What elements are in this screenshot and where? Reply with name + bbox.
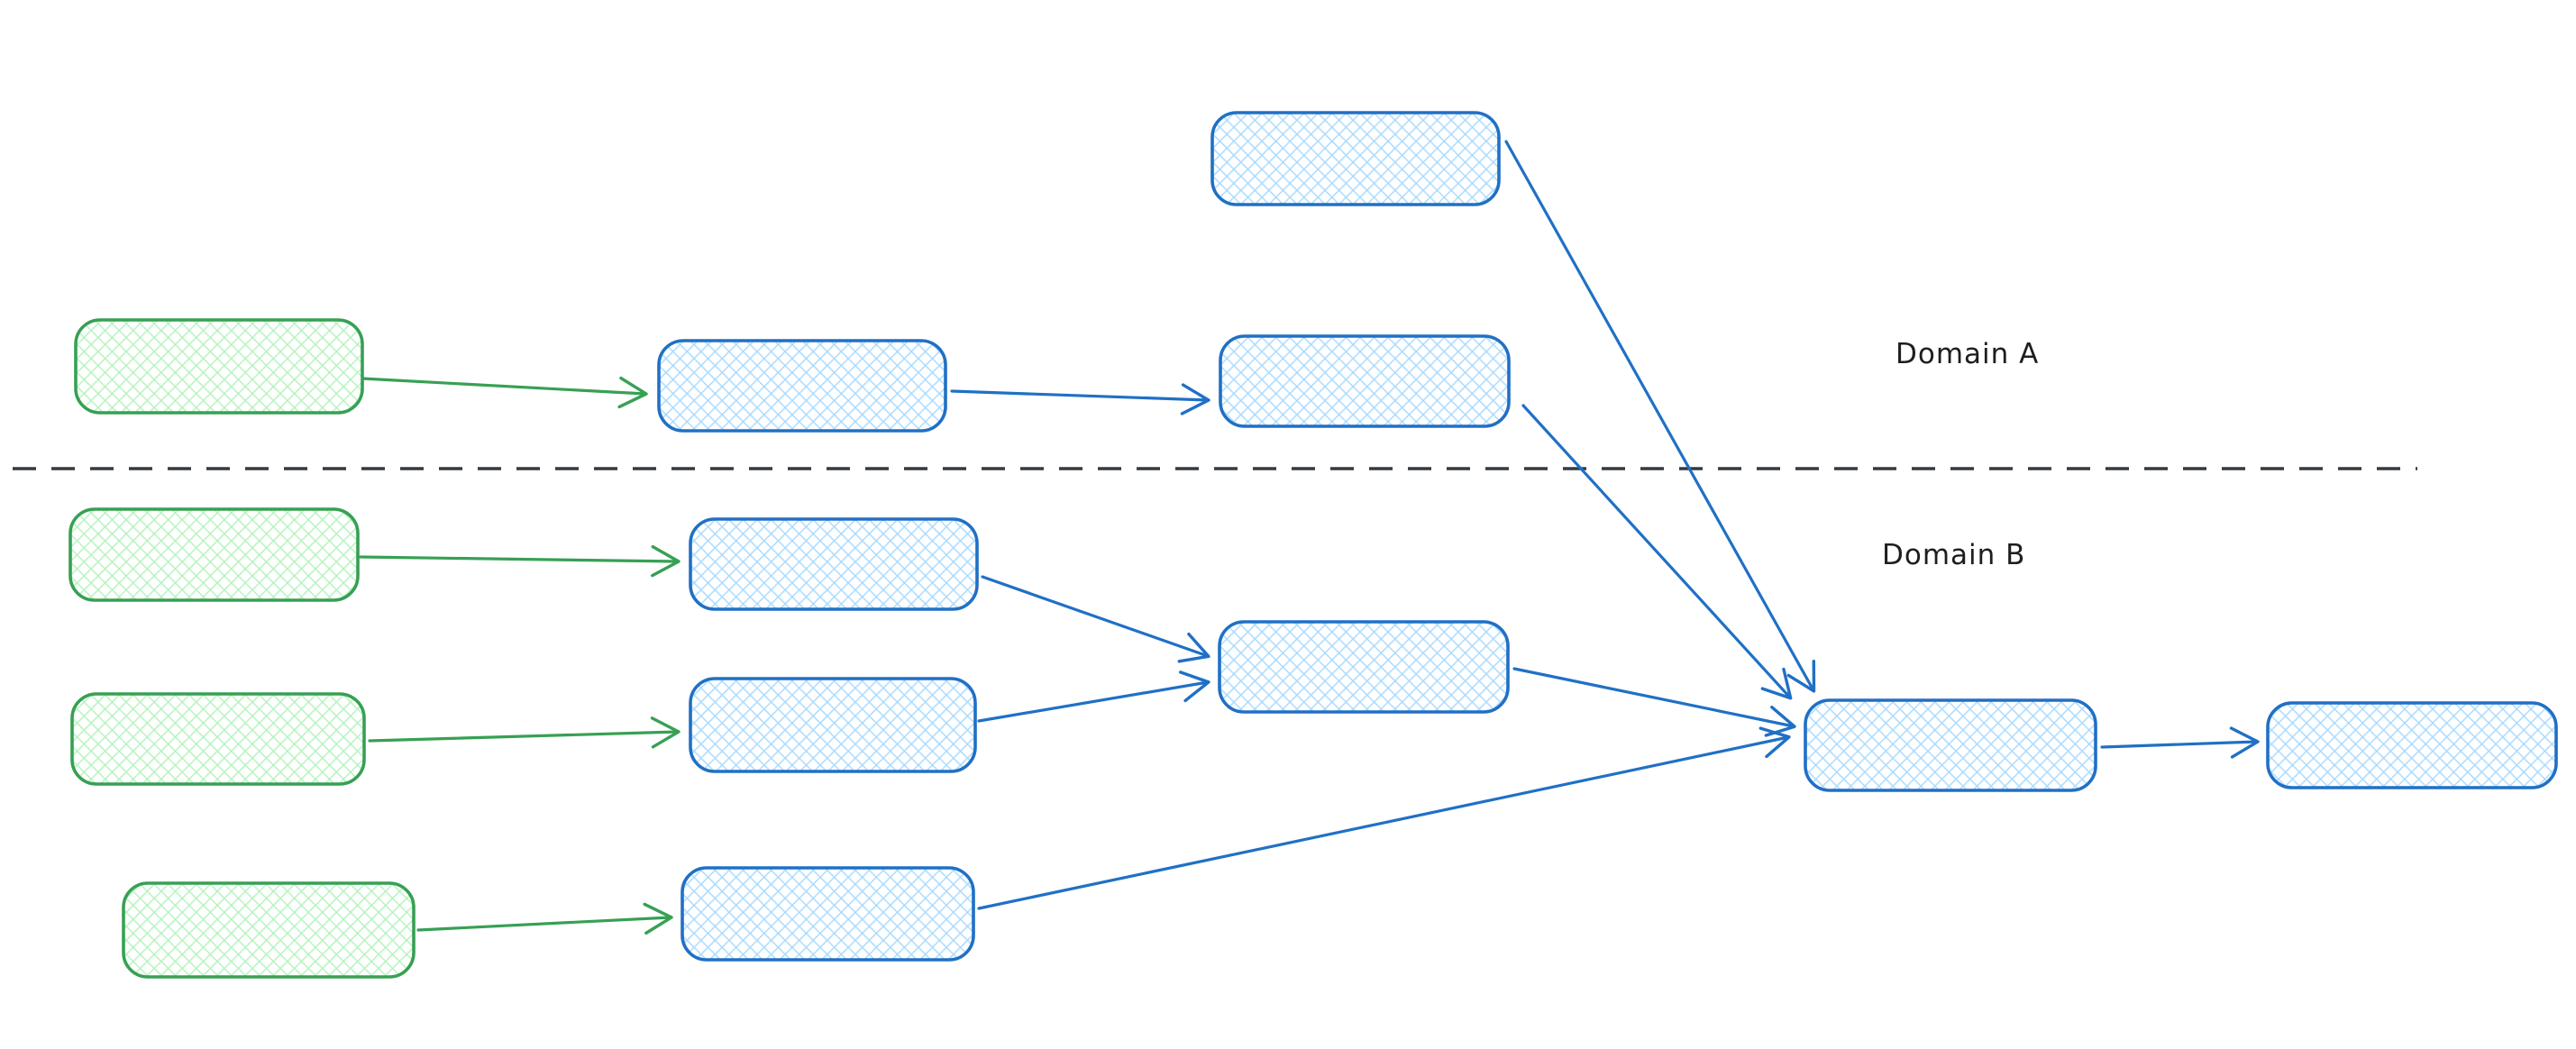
node-b3-stage[interactable]	[681, 866, 975, 962]
edge-arrow-b3-to-hub[interactable]	[977, 726, 1791, 910]
edge-arrow-hub-to-output[interactable]	[2100, 726, 2260, 759]
edge-arrow-merge-to-hub[interactable]	[1512, 667, 1796, 737]
node-b1-source[interactable]	[69, 507, 360, 602]
edge-arrow-a2-to-hub[interactable]	[1521, 404, 1793, 700]
edge-arrow-b1-to-merge[interactable]	[981, 575, 1210, 663]
nodes-layer	[69, 111, 2558, 979]
edge-arrow-a1-to-a2[interactable]	[950, 383, 1210, 415]
label-domain_a[interactable]: Domain A	[1895, 338, 2039, 370]
node-output[interactable]	[2266, 701, 2558, 789]
node-b1-stage[interactable]	[689, 517, 979, 611]
label-domain_b[interactable]: Domain B	[1882, 539, 2025, 571]
edge-arrow-b2src-to-b2[interactable]	[368, 716, 681, 749]
edge-arrow-b3src-to-b3[interactable]	[416, 902, 673, 935]
edge-arrow-b1src-to-b1[interactable]	[359, 544, 681, 578]
node-a-stage1[interactable]	[657, 339, 947, 433]
node-a-source[interactable]	[74, 318, 364, 415]
edge-arrow-b2-to-merge[interactable]	[977, 670, 1210, 723]
edge-arrow-top-to-hub[interactable]	[1504, 140, 1816, 693]
node-merge[interactable]	[1218, 620, 1510, 714]
node-top-input[interactable]	[1210, 111, 1501, 206]
edge-arrow-a-source-to-a1[interactable]	[361, 376, 648, 409]
labels-layer: Domain A Domain B	[1882, 338, 2039, 571]
node-b2-source[interactable]	[70, 692, 366, 786]
node-b2-stage[interactable]	[689, 677, 977, 773]
node-hub[interactable]	[1804, 698, 2097, 792]
node-a-stage2[interactable]	[1219, 334, 1511, 428]
edges-layer	[359, 140, 2260, 935]
node-b3-source[interactable]	[122, 881, 416, 979]
